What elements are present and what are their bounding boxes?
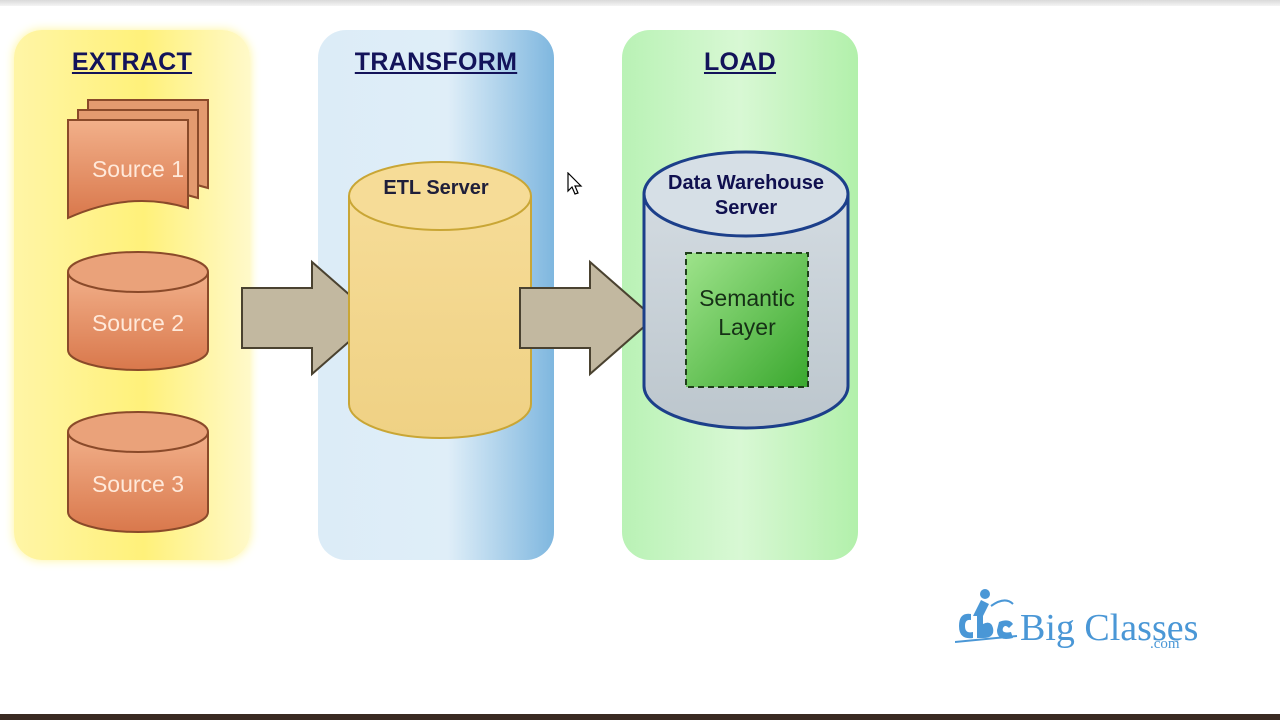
load-title: LOAD (703, 48, 777, 76)
source-1-label: Source 1 (91, 156, 185, 182)
source-2-label: Source 2 (91, 310, 185, 336)
transform-title: TRANSFORM (354, 48, 518, 76)
logo-brand-text: Big Classes (1020, 607, 1199, 649)
arrow-extract-to-transform (241, 259, 378, 377)
etl-server-icon (348, 161, 532, 439)
bigclasses-logo-icon (955, 589, 1018, 643)
top-border (0, 0, 1280, 6)
source-2-icon (67, 251, 209, 371)
semantic-layer-label: Semantic Layer (699, 285, 795, 340)
semantic-layer-box (685, 252, 809, 388)
etl-server-label: ETL Server (383, 177, 489, 199)
bottom-border (0, 714, 1280, 720)
dw-server-label: Data Warehouse Server (668, 172, 824, 219)
mouse-cursor-icon (567, 172, 583, 195)
extract-title: EXTRACT (71, 48, 193, 76)
source-3-icon (67, 411, 209, 533)
arrow-transform-to-load (519, 259, 656, 377)
source-3-label: Source 3 (91, 471, 185, 497)
logo-domain-suffix: .com (1150, 636, 1180, 652)
source-1-icon (67, 99, 209, 220)
